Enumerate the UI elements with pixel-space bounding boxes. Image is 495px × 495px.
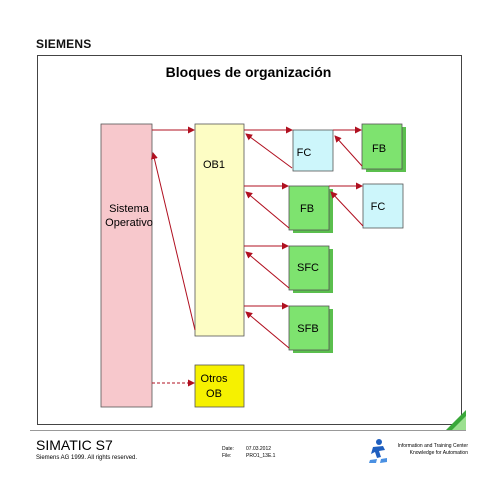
ob1-block: OB1 bbox=[194, 123, 245, 337]
os-block: Sistema Operativo bbox=[100, 123, 153, 408]
itc-line1: Information and Training Center bbox=[397, 443, 468, 449]
copyright-text: Siemens AG 1999. All rights reserved. bbox=[36, 455, 138, 461]
siemens-brand: SIEMENS bbox=[36, 37, 92, 51]
arrow-sfb-return-ob1 bbox=[245, 311, 290, 349]
sfb-label: SFB bbox=[297, 323, 318, 335]
arrow-ob1-return-os bbox=[150, 152, 196, 331]
fc-mid-right-block: FC bbox=[362, 183, 404, 229]
fc-top-block: FC bbox=[292, 129, 334, 172]
itc-line2: Knowledge for Automation bbox=[409, 450, 468, 456]
date-label: Date: bbox=[222, 446, 234, 452]
arrow-fb-return-fc bbox=[334, 135, 363, 167]
arrow-sfc-return-ob1 bbox=[245, 251, 290, 289]
training-center-logo-icon bbox=[369, 439, 387, 463]
other-ob-block: Otros OB bbox=[194, 364, 245, 408]
call-arrows bbox=[150, 126, 364, 387]
os-label-line1: Sistema bbox=[109, 203, 150, 215]
product-name: SIMATIC S7 bbox=[36, 437, 113, 453]
fb-mid-label: FB bbox=[300, 203, 314, 215]
fb-mid-block: FB bbox=[288, 185, 333, 233]
page-fold-icon bbox=[446, 410, 466, 430]
fc-mid-right-label: FC bbox=[371, 201, 386, 213]
fb-top-right-block: FB bbox=[361, 123, 406, 172]
arrow-fc-return-ob1 bbox=[245, 133, 293, 169]
file-label: File: bbox=[222, 453, 232, 459]
os-label-line2: Operativo bbox=[105, 217, 153, 229]
arrow-fc-return-fb bbox=[330, 191, 364, 227]
fc-top-label: FC bbox=[297, 147, 312, 159]
footer-divider bbox=[30, 430, 466, 431]
slide-title: Bloques de organización bbox=[165, 64, 332, 80]
file-value: PRO1_13E.1 bbox=[246, 453, 276, 459]
date-value: 07.03.2012 bbox=[246, 446, 272, 452]
fb-top-right-label: FB bbox=[372, 143, 386, 155]
ob1-label: OB1 bbox=[203, 159, 225, 171]
sfb-block: SFB bbox=[288, 305, 333, 353]
arrow-fb-return-ob1 bbox=[245, 191, 290, 229]
sfc-block: SFC bbox=[288, 245, 333, 293]
other-ob-label-line1: Otros bbox=[201, 373, 228, 385]
other-ob-label-line2: OB bbox=[206, 388, 222, 400]
sfc-label: SFC bbox=[297, 262, 319, 274]
